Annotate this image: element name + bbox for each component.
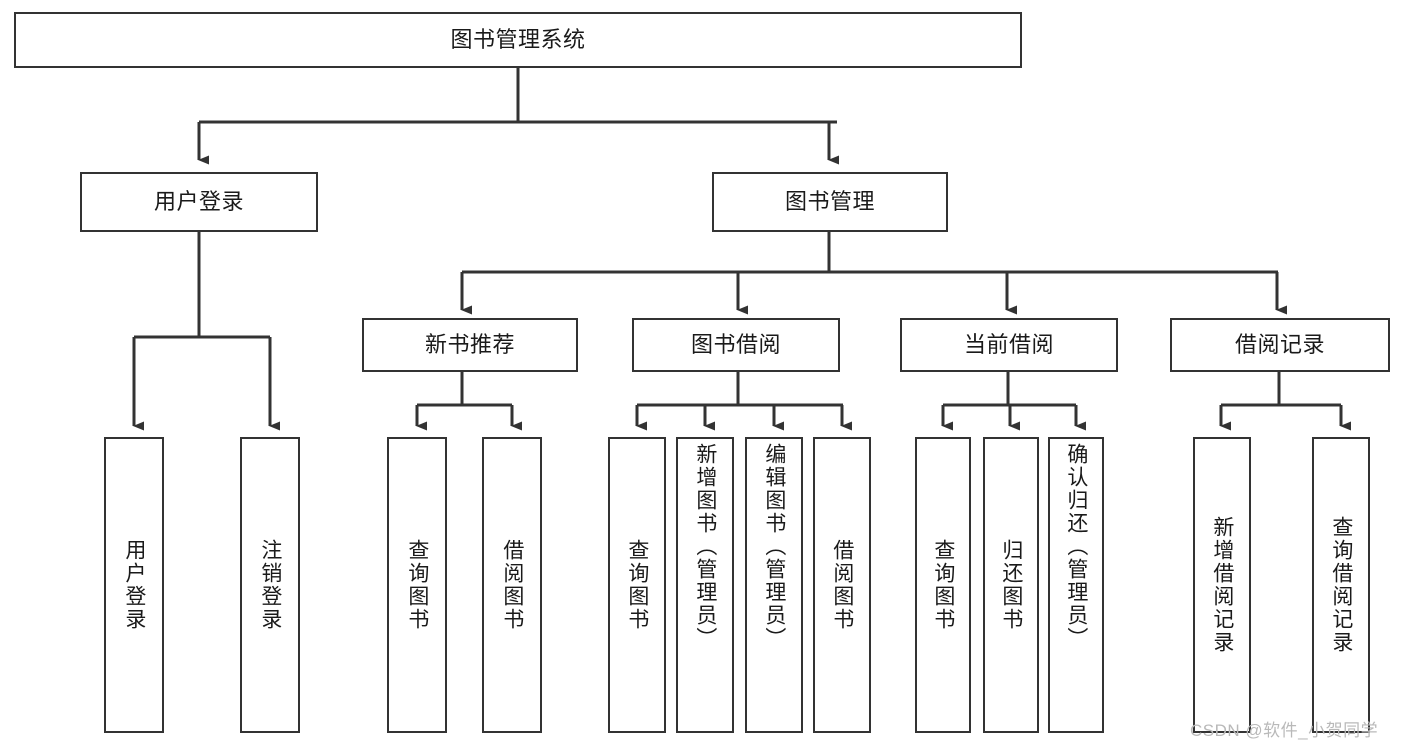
node-label: 用户登录: [153, 189, 244, 215]
leaf-currentborrow-confirm-return-admin[interactable]: 确认归还（管理员）: [1048, 437, 1104, 733]
leaf-bookborrow-add-book-admin[interactable]: 新增图书（管理员）: [676, 437, 734, 733]
connector-bookmgmt-to-level3: [460, 232, 1287, 315]
leaf-newbook-query-book[interactable]: 查询图书: [387, 437, 447, 733]
node-new-book-recommend[interactable]: 新书推荐: [362, 318, 578, 372]
node-label: 归还图书: [999, 539, 1023, 631]
node-root-system[interactable]: 图书管理系统: [14, 12, 1022, 68]
node-label: 图书借阅: [690, 332, 781, 358]
node-label: 查询借阅记录: [1329, 516, 1353, 654]
node-label: 用户登录: [122, 539, 146, 631]
connector-userlogin-to-leaves: [132, 232, 280, 431]
leaf-bookborrow-query-book[interactable]: 查询图书: [608, 437, 666, 733]
node-label: 查询图书: [405, 539, 429, 631]
node-book-borrow[interactable]: 图书借阅: [632, 318, 840, 372]
leaf-user-login-signin[interactable]: 用户登录: [104, 437, 164, 733]
node-label: 查询图书: [931, 539, 955, 631]
leaf-bookborrow-edit-book-admin[interactable]: 编辑图书（管理员）: [745, 437, 803, 733]
node-label: 当前借阅: [963, 332, 1054, 358]
node-label: 图书管理: [784, 189, 875, 215]
node-label: 新书推荐: [424, 332, 515, 358]
connector-currentborrow-to-leaves: [941, 372, 1086, 431]
node-book-management[interactable]: 图书管理: [712, 172, 948, 232]
node-current-borrow[interactable]: 当前借阅: [900, 318, 1118, 372]
leaf-borrowrecord-query-record[interactable]: 查询借阅记录: [1312, 437, 1370, 733]
node-label: 新增图书（管理员）: [693, 443, 717, 650]
node-label: 查询图书: [625, 539, 649, 631]
connector-newbook-to-leaves: [415, 372, 522, 431]
node-label: 借阅图书: [500, 539, 524, 631]
node-label: 确认归还（管理员）: [1064, 443, 1088, 650]
node-label: 借阅记录: [1234, 332, 1325, 358]
leaf-user-login-signout[interactable]: 注销登录: [240, 437, 300, 733]
node-label: 新增借阅记录: [1210, 516, 1234, 654]
node-label: 图书管理系统: [450, 27, 586, 53]
connector-bookborrow-to-leaves: [635, 372, 852, 431]
leaf-borrowrecord-add-record[interactable]: 新增借阅记录: [1193, 437, 1251, 733]
connector-borrowrecord-to-leaves: [1219, 372, 1351, 431]
connector-root-to-level2: [197, 68, 839, 165]
leaf-currentborrow-query-book[interactable]: 查询图书: [915, 437, 971, 733]
node-label: 编辑图书（管理员）: [762, 443, 786, 650]
leaf-bookborrow-borrow-book[interactable]: 借阅图书: [813, 437, 871, 733]
node-label: 借阅图书: [830, 539, 854, 631]
leaf-newbook-borrow-book[interactable]: 借阅图书: [482, 437, 542, 733]
node-user-login[interactable]: 用户登录: [80, 172, 318, 232]
node-borrow-record[interactable]: 借阅记录: [1170, 318, 1390, 372]
node-label: 注销登录: [258, 539, 282, 631]
leaf-currentborrow-return-book[interactable]: 归还图书: [983, 437, 1039, 733]
